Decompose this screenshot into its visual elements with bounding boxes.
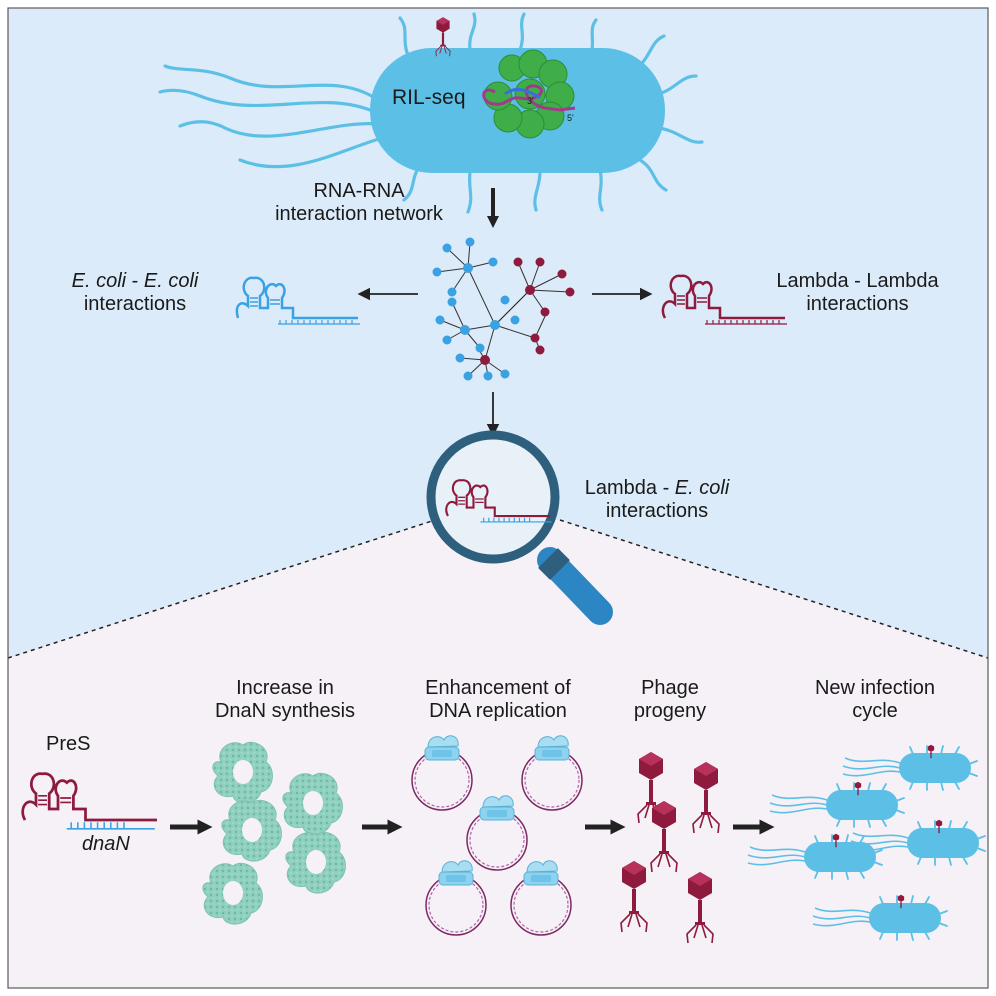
species-name: Lambda - xyxy=(584,477,675,499)
srna-name: PreS xyxy=(46,733,91,755)
network-graph-icon xyxy=(432,237,575,381)
network-title-line2: interaction network xyxy=(275,203,443,225)
lambda-ecoli-line2: interactions xyxy=(605,500,709,522)
species-name: E. coli xyxy=(71,270,127,292)
lambda-ecoli-label: Lambda - E. coli interactions xyxy=(568,477,746,523)
step-line1: Increase in xyxy=(236,677,334,699)
five-prime-label: 5' xyxy=(567,113,574,123)
ecoli-ecoli-line1: E. coli - E. coli xyxy=(50,270,220,293)
rna-hairpin-icon xyxy=(21,772,159,830)
step-label: New infection cycle xyxy=(790,677,960,723)
magnifier-icon xyxy=(426,430,613,625)
ribosome-icon xyxy=(482,49,576,139)
network-title-line1: RNA-RNA xyxy=(313,180,405,202)
step-label: Enhancement of DNA replication xyxy=(398,677,598,723)
step-label: Phage progeny xyxy=(620,677,720,723)
three-prime-label: 3' xyxy=(527,96,534,106)
rna-hairpin-icon xyxy=(445,479,552,523)
step-line1: Enhancement of xyxy=(425,677,571,699)
step-line2: DNA replication xyxy=(429,700,567,722)
step-line1: Phage xyxy=(641,677,699,699)
step-label: Increase in DnaN synthesis xyxy=(200,677,370,723)
lambda-lambda-line1: Lambda - Lambda xyxy=(776,270,939,292)
step-line2: progeny xyxy=(633,700,707,722)
network-title: RNA-RNA interaction network xyxy=(270,180,448,226)
separator: - xyxy=(126,270,144,292)
species-name: E. coli xyxy=(143,270,199,292)
lambda-lambda-label: Lambda - Lambda interactions xyxy=(770,270,945,316)
rna-hairpin-icon xyxy=(235,276,360,325)
lambda-lambda-line2: interactions xyxy=(806,293,909,315)
rna-hairpin-icon xyxy=(661,274,787,325)
step-line1: New infection xyxy=(814,677,936,699)
species-name: E. coli xyxy=(674,477,730,499)
method-label: RIL-seq xyxy=(392,86,466,109)
ecoli-ecoli-label: E. coli - E. coli interactions xyxy=(50,270,220,316)
target-name: dnaN xyxy=(82,833,130,855)
lambda-ecoli-line1: Lambda - E. coli xyxy=(568,477,746,500)
step-line2: DnaN synthesis xyxy=(214,700,356,722)
ecoli-ecoli-line2: interactions xyxy=(83,293,187,315)
step-line2: cycle xyxy=(852,700,898,722)
